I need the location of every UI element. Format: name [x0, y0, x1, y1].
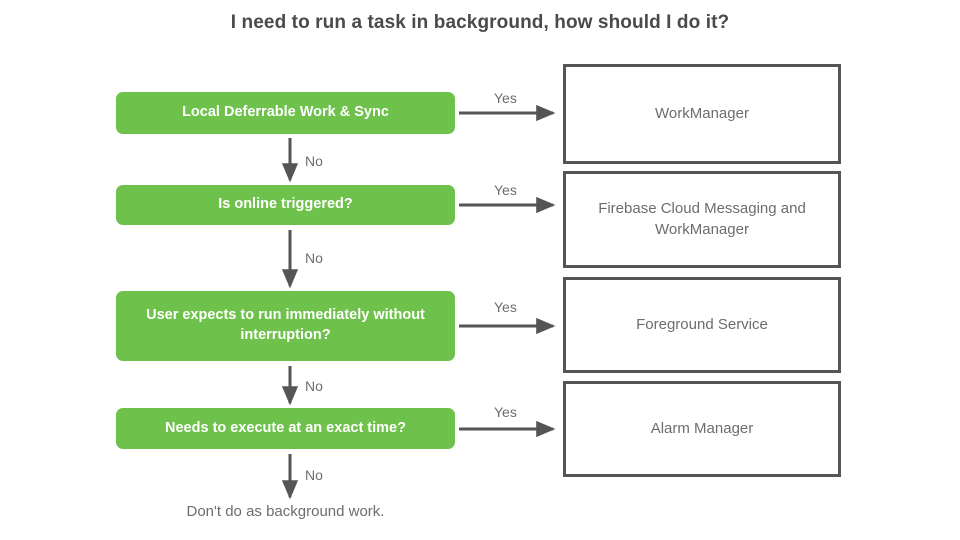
- edge-label-no-1: No: [305, 153, 323, 169]
- edge-label-yes-2: Yes: [494, 182, 517, 198]
- outcome-node-workmanager[interactable]: WorkManager: [563, 64, 841, 164]
- page-title: I need to run a task in background, how …: [230, 12, 730, 33]
- edge-label-no-3: No: [305, 378, 323, 394]
- edge-label-no-4: No: [305, 467, 323, 483]
- decision-node-2[interactable]: Is online triggered?: [116, 185, 455, 225]
- edge-label-yes-3: Yes: [494, 299, 517, 315]
- outcome-node-firebase-cloud-messaging[interactable]: Firebase Cloud Messaging and WorkManager: [563, 171, 841, 268]
- edge-label-yes-4: Yes: [494, 404, 517, 420]
- decision-node-4[interactable]: Needs to execute at an exact time?: [116, 408, 455, 449]
- edge-label-yes-1: Yes: [494, 90, 517, 106]
- decision-node-1[interactable]: Local Deferrable Work & Sync: [116, 92, 455, 134]
- decision-node-3[interactable]: User expects to run immediately without …: [116, 291, 455, 361]
- outcome-node-alarm-manager[interactable]: Alarm Manager: [563, 381, 841, 477]
- terminal-node: Don't do as background work.: [186, 503, 385, 520]
- edge-label-no-2: No: [305, 250, 323, 266]
- outcome-node-foreground-service[interactable]: Foreground Service: [563, 277, 841, 373]
